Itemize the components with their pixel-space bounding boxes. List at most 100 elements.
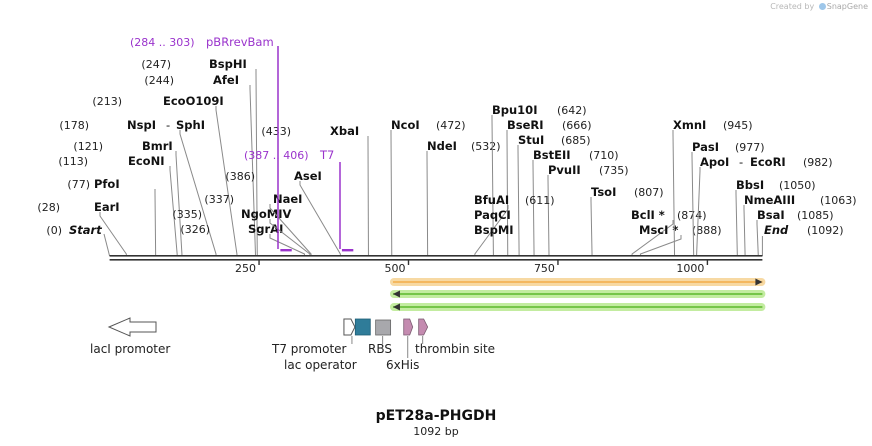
thrombin-arrow-icon: [418, 318, 429, 336]
enzyme-pos-eari: (28): [37, 201, 60, 214]
primer-t7: (387 .. 406)T7: [244, 148, 354, 252]
start-label: Start: [69, 223, 102, 237]
enzyme-site-ncoi: NcoI(472): [390, 118, 466, 256]
enzyme-pos-bsai: (1085): [797, 209, 834, 222]
enzyme-name-pasi: PasI: [692, 140, 719, 154]
promoter-arrow-icon: [343, 318, 356, 336]
enzyme-pos-bmri: (121): [73, 140, 103, 153]
enzyme-site-pvuii: PvuII(735): [547, 163, 629, 256]
enzyme-pos-econi: (113): [58, 155, 88, 168]
feature-t7-promoter: T7 promoter: [271, 318, 356, 356]
feature-label-thrombin-site: thrombin site: [415, 342, 495, 356]
enzyme-name-ndei: NdeI: [427, 139, 457, 153]
feature-label-laci-promoter: lacI promoter: [90, 342, 170, 356]
enzyme-leader-bbsi: [735, 190, 738, 256]
feature-label-rbs: RBS: [368, 342, 392, 356]
enzyme-leader-bmri: [175, 151, 183, 256]
enzyme-site-sgrai: (326)SgrAI: [180, 222, 305, 256]
enzyme-pos-nmeaiii: (1063): [820, 194, 857, 207]
lac-operator-box: [354, 318, 371, 336]
enzyme-name-naei: NaeI: [273, 192, 302, 206]
enzyme-name-pfoi: PfoI: [94, 177, 120, 191]
enzyme-pos-afei: (244): [144, 74, 174, 87]
enzyme-name-bfuai: BfuAI: [474, 193, 509, 207]
enzyme-pos-bfuai: (611): [525, 194, 555, 207]
credit-watermark: Created by SnapGene: [770, 2, 868, 11]
rbs-box: [375, 319, 392, 336]
credit-prefix: Created by: [770, 2, 815, 11]
enzyme-name-apoi: ApoI: [700, 155, 729, 169]
feature-lac-operator: lac operator: [284, 318, 371, 372]
enzyme-site-xmni: XmnI(945): [672, 118, 753, 256]
enzyme-pos-bbsi: (1050): [779, 179, 816, 192]
enzyme-name-tsoi: TsoI: [591, 185, 616, 199]
start-pos: (0): [46, 224, 62, 237]
enzyme-name-afei: AfeI: [213, 73, 239, 87]
enzyme-pos-pfoi: (77): [67, 178, 90, 191]
feature-thrombin-site: thrombin site: [415, 318, 495, 356]
credit-brand: SnapGene: [826, 2, 868, 11]
enzyme-pos-ncoi: (472): [436, 119, 466, 132]
enzyme-name-xmni: XmnI: [673, 118, 706, 132]
enzyme-pos-asei: (386): [225, 170, 255, 183]
backbone-top-strand: [109, 255, 763, 257]
enzyme-site-tsoi: TsoI (807): [590, 185, 664, 256]
enzyme-name-nmeaiii: NmeAIII: [744, 193, 795, 207]
enzyme-pos-naei: (337): [204, 193, 234, 206]
end-label: End: [764, 223, 789, 237]
primer-name-pbrrevbam: pBRrevBam: [206, 35, 274, 49]
enzyme-name-eari: EarI: [94, 200, 120, 214]
enzyme-leader-pfoi: [154, 189, 157, 256]
enzyme-leader-asei: [299, 181, 341, 256]
his-tag-arrow-icon: [403, 318, 414, 336]
enzyme-pos-bcli: (874): [677, 209, 707, 222]
enzyme-site-afei: (244) AfeI: [144, 73, 256, 256]
arrowhead-right-icon: [755, 278, 763, 286]
enzyme-name-bsai: BsaI: [757, 208, 785, 222]
enzyme-leader-nmeaiii: [743, 205, 746, 256]
primer-pbrrevbam: (284 .. 303)pBRrevBam: [130, 35, 292, 252]
enzyme-pos-xbai: (433): [261, 125, 291, 138]
long-feature-3: [389, 303, 766, 311]
enzyme-pos-nspi: (178): [59, 119, 89, 132]
enzyme-pos-bsphi: (247): [141, 58, 171, 71]
primer-bar-pbrrevbam: [280, 249, 292, 252]
enzyme-name-pvuii: PvuII: [548, 163, 581, 177]
enzyme-pos-bsteii: (710): [589, 149, 619, 162]
primer-name-t7: T7: [319, 148, 334, 162]
enzyme-leader-xmni: [672, 130, 676, 256]
enzyme-site-bsteii: BstEII (710): [532, 148, 619, 256]
enzyme-site-stui: StuI(685): [517, 133, 591, 256]
enzyme-name-asei: AseI: [294, 169, 322, 183]
enzyme-leader-bsteii: [532, 160, 535, 256]
enzyme-site-ecoo109i: (213)EcoO109I: [92, 94, 238, 256]
enzyme-name-sphi: SphI: [176, 118, 205, 132]
feature-label-lac-operator: lac operator: [284, 358, 357, 372]
enzyme-pos-sgrai: (326): [180, 223, 210, 236]
enzyme-pos-bseri: (666): [562, 119, 592, 132]
enzyme-leader-ncoi: [390, 130, 393, 256]
arrowhead-left-icon: [392, 303, 400, 311]
enzyme-name-bsphi: BspHI: [209, 57, 247, 71]
enzyme-pos-tsoi: (807): [634, 186, 664, 199]
enzyme-pair-dash: -: [739, 155, 743, 169]
end-pos: (1092): [807, 224, 844, 237]
end-marker: End (1092): [761, 223, 844, 256]
snapgene-logo-icon: [818, 3, 826, 10]
enzyme-name-ecori: EcoRI: [750, 155, 786, 169]
feature-rbs: RBS: [368, 319, 392, 356]
enzyme-leader-sgrai: [269, 234, 305, 256]
lacI-promoter-arrow-icon: [107, 317, 157, 337]
enzyme-pos-msci: (888): [692, 224, 722, 237]
ruler-label-750: 750: [534, 262, 555, 275]
enzyme-name-bsteii: BstEII: [533, 148, 571, 162]
ruler-label-500: 500: [385, 262, 406, 275]
enzyme-name-stui: StuI: [518, 133, 544, 147]
enzyme-name-xbai: XbaI: [330, 124, 359, 138]
enzyme-name-bmri: BmrI: [142, 139, 173, 153]
enzyme-name-bspmi: BspMI: [474, 223, 514, 237]
